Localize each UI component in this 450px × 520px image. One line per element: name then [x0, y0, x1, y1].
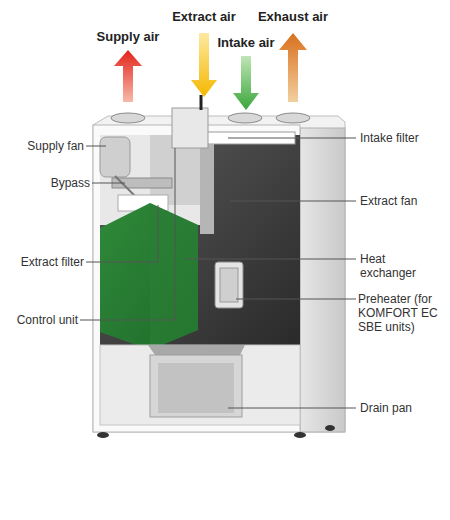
airflow-label: Supply air [97, 30, 160, 44]
part-label: Extract filter [21, 255, 84, 269]
part-label: Heat exchanger [360, 252, 426, 280]
part-label: Intake filter [360, 131, 446, 145]
part-label: Control unit [17, 313, 78, 327]
part-label: Supply fan [27, 139, 84, 153]
airflow-label: Extract air [172, 10, 236, 24]
part-label: Bypass [51, 176, 90, 190]
part-label: Preheater (for KOMFORT EC SBE units) [358, 292, 446, 334]
part-label: Drain pan [360, 401, 446, 415]
airflow-label: Exhaust air [258, 10, 328, 24]
part-label: Extract fan [360, 194, 446, 208]
airflow-label: Intake air [217, 36, 274, 50]
